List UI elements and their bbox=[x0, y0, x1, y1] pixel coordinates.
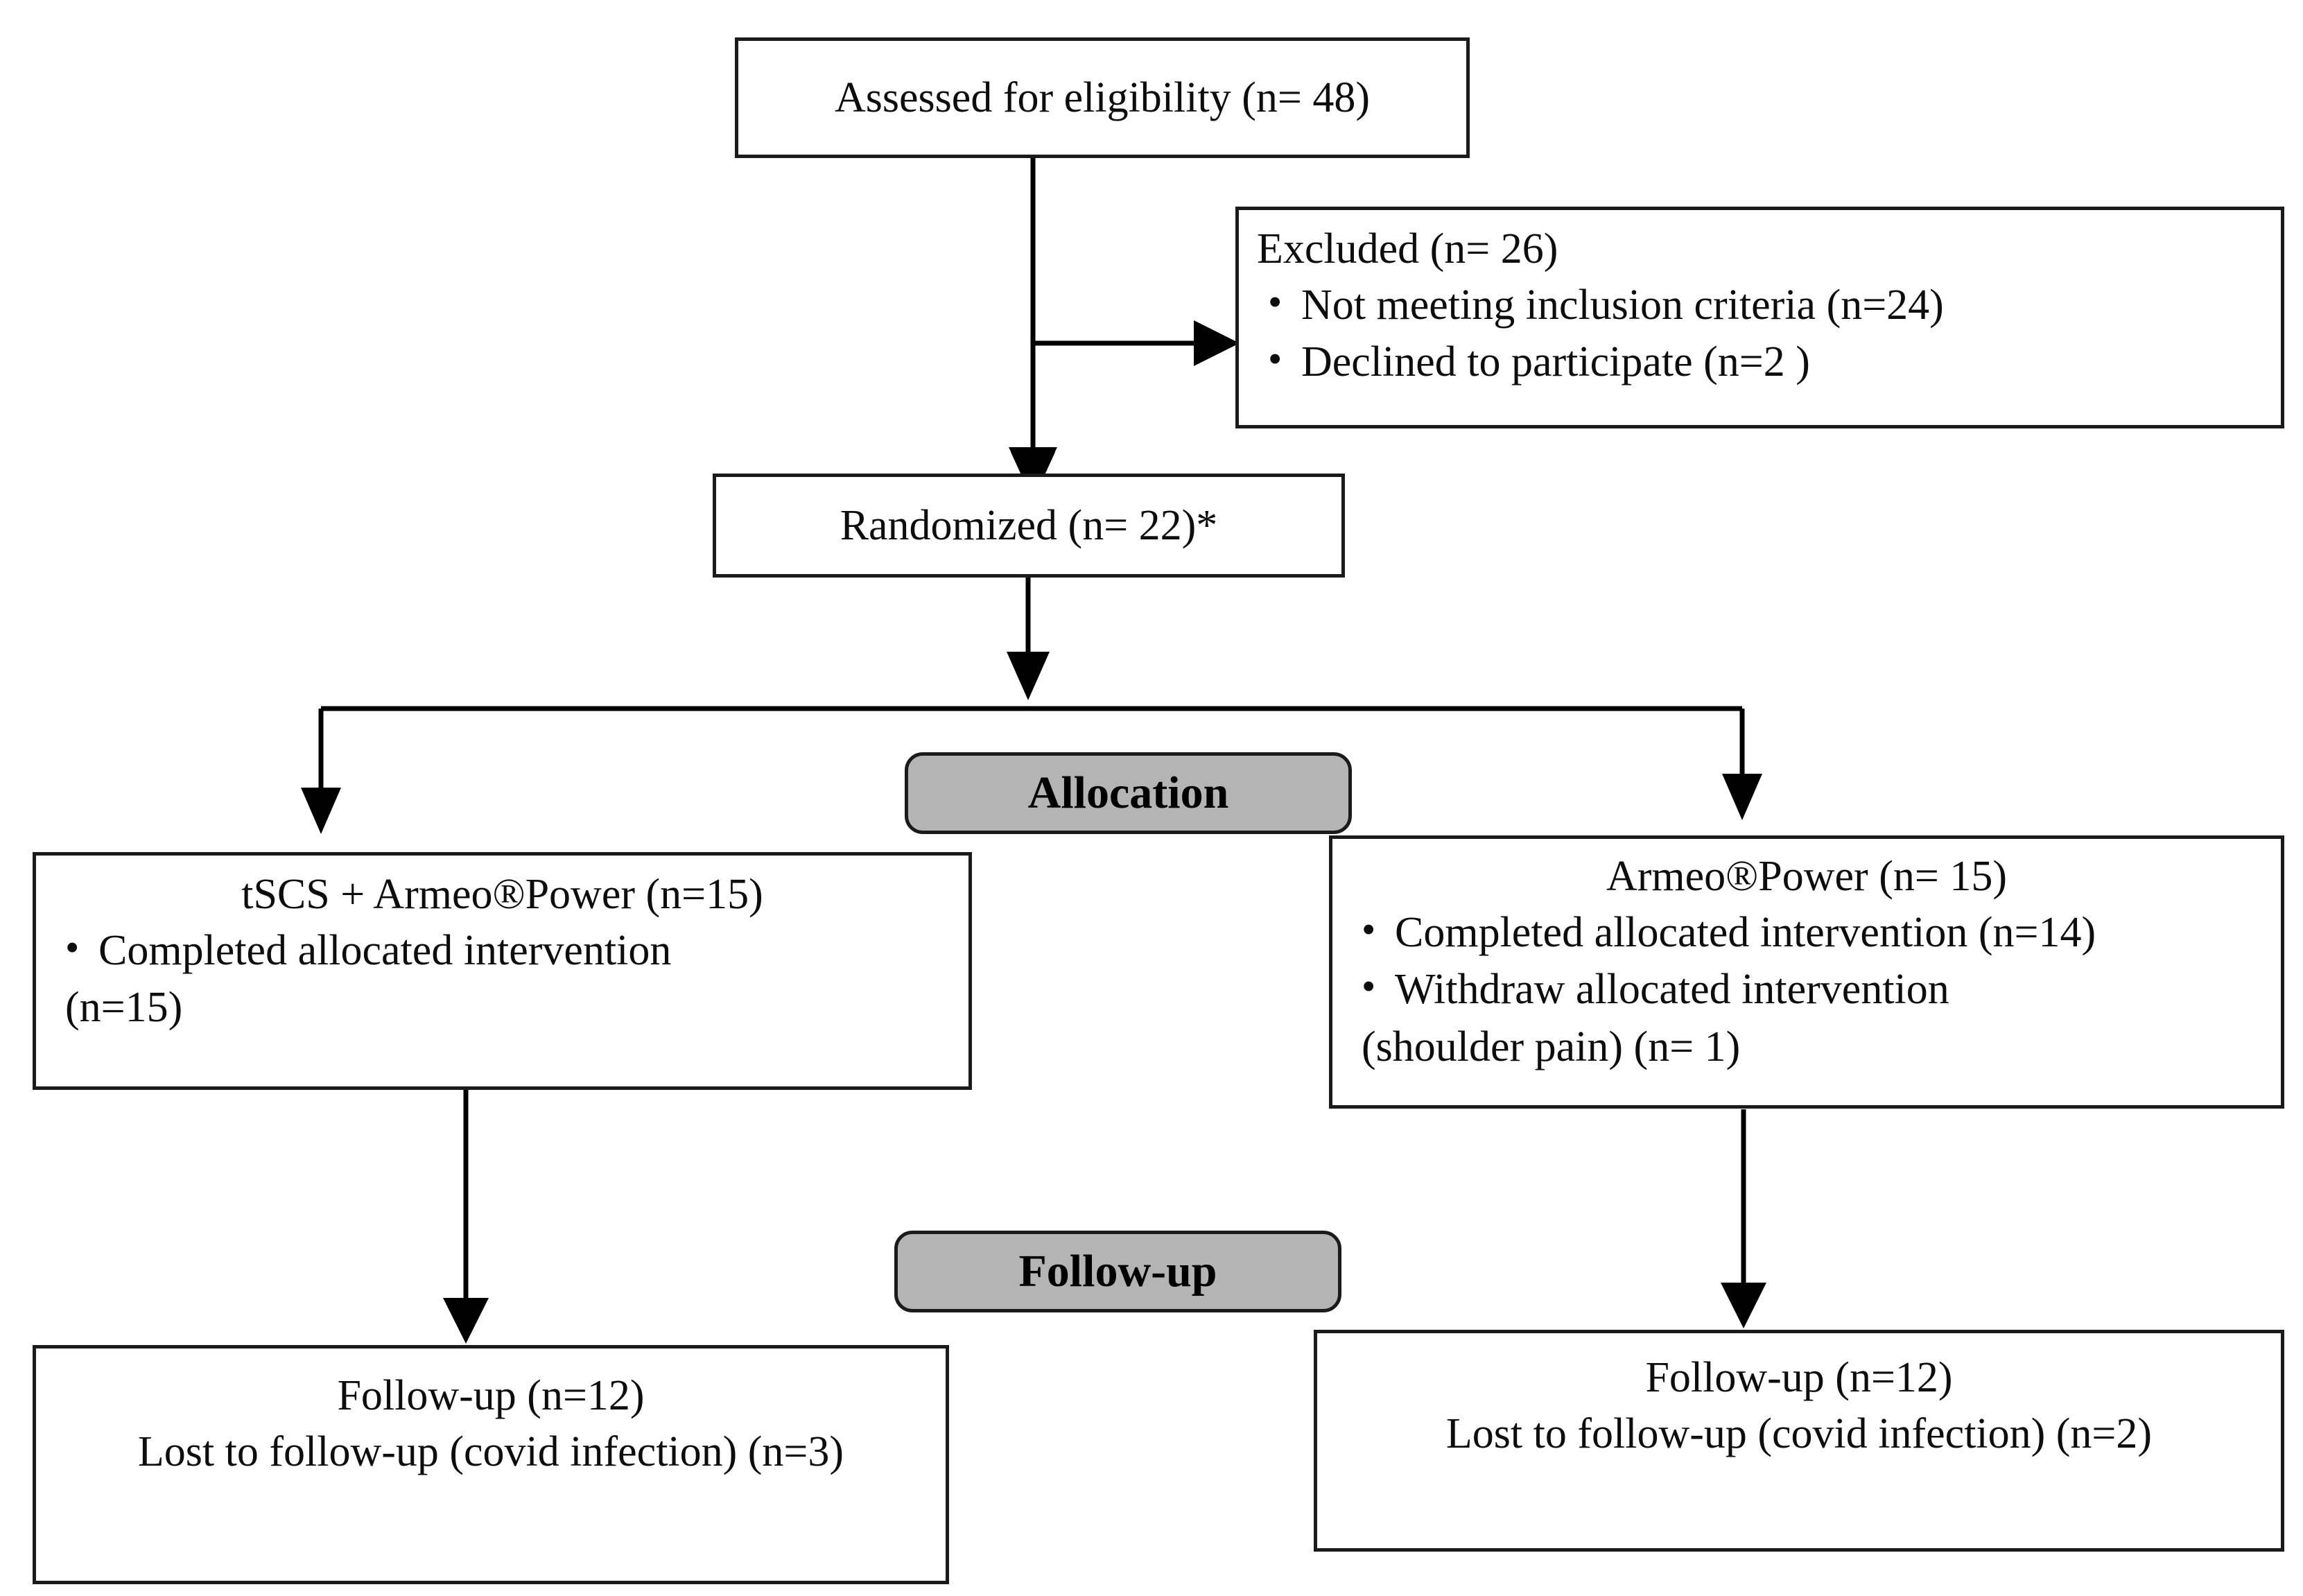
right-allocation-item-1-line2: (shoulder pain) (n= 1) bbox=[1362, 1023, 1741, 1070]
left-allocation-item-line2: (n=15) bbox=[65, 984, 183, 1032]
connector-to-excluded bbox=[1033, 320, 1240, 366]
right-followup-line-1: Follow-up (n=12) bbox=[1645, 1354, 1953, 1401]
banner-followup-label: Follow-up bbox=[1018, 1246, 1217, 1296]
excluded-heading: Excluded (n= 26) bbox=[1257, 225, 1558, 272]
connector-left-alloc-to-left-followup bbox=[443, 1090, 489, 1344]
list-item: Completed allocated intervention bbox=[54, 921, 950, 979]
right-allocation-item-list: Completed allocated intervention (n=14) … bbox=[1350, 903, 2263, 1018]
list-item: Not meeting inclusion criteria (n=24) bbox=[1257, 276, 2263, 333]
right-followup-line-2: Lost to follow-up (covid infection) (n=2… bbox=[1445, 1409, 2153, 1457]
right-allocation-item-0-line1: Completed allocated intervention (n=14) bbox=[1395, 908, 2096, 956]
banner-followup: Follow-up bbox=[894, 1231, 1341, 1312]
node-right-allocation: Armeo®Power (n= 15) Completed allocated … bbox=[1329, 835, 2284, 1109]
connector-randomized-to-split bbox=[1007, 578, 1050, 700]
connector-right-alloc-to-right-followup bbox=[1721, 1109, 1766, 1328]
left-allocation-item-line1: Completed allocated intervention bbox=[98, 926, 672, 974]
randomized-label: Randomized (n= 22)* bbox=[840, 501, 1218, 549]
banner-allocation-label: Allocation bbox=[1027, 767, 1229, 818]
list-item: Declined to participate (n=2 ) bbox=[1257, 333, 2263, 390]
banner-allocation: Allocation bbox=[905, 752, 1352, 834]
left-allocation-heading: tSCS + Armeo®Power (n=15) bbox=[241, 871, 763, 918]
assessed-label: Assessed for eligibility (n= 48) bbox=[835, 73, 1370, 121]
connector-assessed-to-randomized bbox=[1009, 158, 1057, 501]
node-excluded: Excluded (n= 26) Not meeting inclusion c… bbox=[1235, 207, 2284, 428]
node-assessed-for-eligibility: Assessed for eligibility (n= 48) bbox=[735, 37, 1470, 158]
left-followup-line-2: Lost to follow-up (covid infection) (n=3… bbox=[137, 1428, 844, 1475]
node-randomized: Randomized (n= 22)* bbox=[713, 474, 1345, 578]
right-allocation-heading: Armeo®Power (n= 15) bbox=[1606, 853, 2007, 900]
left-allocation-item-list: Completed allocated intervention bbox=[54, 921, 950, 979]
node-left-allocation: tSCS + Armeo®Power (n=15) Completed allo… bbox=[33, 852, 972, 1090]
left-followup-line-1: Follow-up (n=12) bbox=[337, 1372, 645, 1419]
list-item: Completed allocated intervention (n=14) bbox=[1350, 903, 2263, 961]
node-left-followup: Follow-up (n=12) Lost to follow-up (covi… bbox=[33, 1345, 949, 1584]
excluded-reason-list: Not meeting inclusion criteria (n=24) De… bbox=[1257, 276, 2263, 390]
node-right-followup: Follow-up (n=12) Lost to follow-up (covi… bbox=[1314, 1330, 2284, 1552]
right-allocation-item-1-line1: Withdraw allocated intervention bbox=[1395, 966, 1949, 1014]
list-item: Withdraw allocated intervention bbox=[1350, 960, 2263, 1018]
